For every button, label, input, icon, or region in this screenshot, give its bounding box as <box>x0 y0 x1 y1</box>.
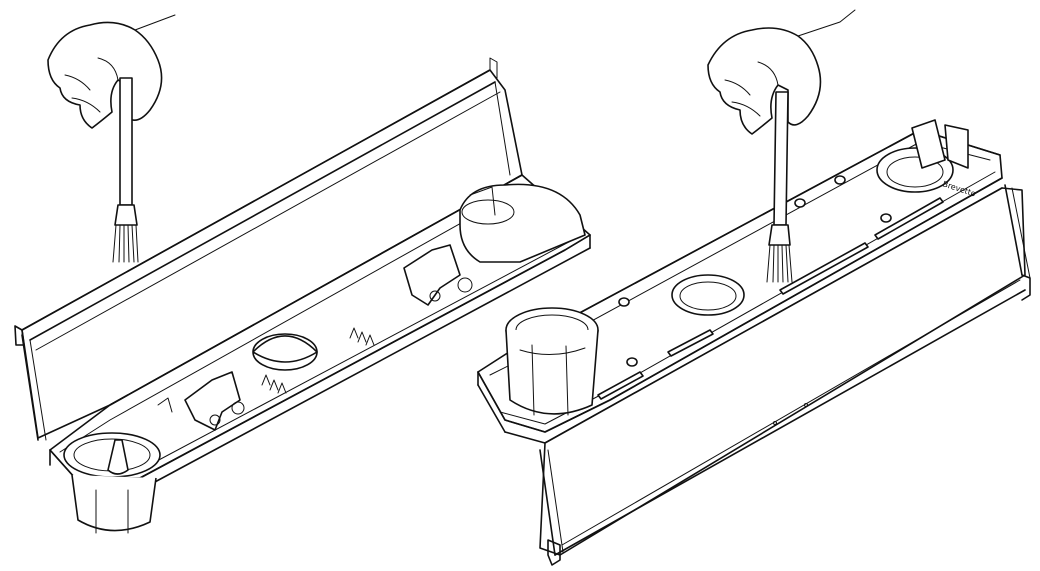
right-hand-icon <box>707 9 856 135</box>
left-clip-back <box>403 244 473 306</box>
left-lid <box>14 57 523 441</box>
left-cup-holder <box>63 432 161 534</box>
right-cup <box>505 307 599 416</box>
left-cleaning-brush-icon <box>112 77 139 263</box>
left-clip-front <box>157 371 245 431</box>
right-cleaning-brush-icon <box>766 91 793 283</box>
right-round-opening <box>671 274 745 316</box>
left-hand-icon <box>47 14 176 129</box>
left-panel <box>14 14 591 534</box>
right-lid <box>539 184 1031 566</box>
left-round-button <box>252 333 318 371</box>
right-slots <box>597 197 944 400</box>
left-hooks-1 <box>261 327 375 394</box>
left-dispenser <box>459 183 586 263</box>
right-pegs <box>618 175 892 367</box>
right-back-well: Brevetto <box>876 119 977 199</box>
right-panel: Brevetto <box>477 9 1031 566</box>
